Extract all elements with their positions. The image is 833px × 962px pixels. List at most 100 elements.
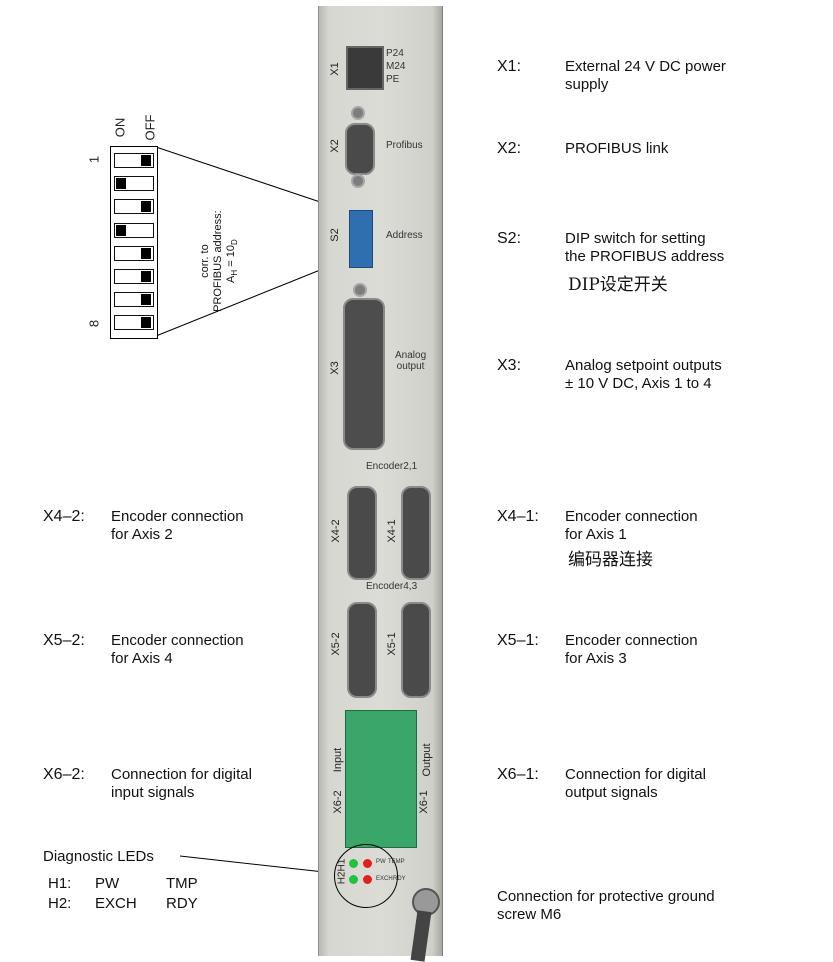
x4-1-chinese: 编码器连接 (568, 550, 653, 570)
dip-switch-knob (116, 224, 126, 236)
h2h1-label: H2H1 (336, 858, 348, 885)
dip-last-label: 8 (86, 319, 102, 328)
dip-note-line1: corr. to (198, 244, 211, 278)
dip-switch-7 (114, 292, 154, 308)
x1-pin-p24: P24 (386, 48, 404, 59)
ground-desc: Connection for protective ground screw M… (497, 888, 715, 923)
x2-desc: PROFIBUS link (565, 140, 669, 157)
x2-connector (345, 123, 375, 175)
dip-switch-5 (114, 245, 154, 261)
profibus-label: Profibus (386, 140, 423, 151)
dip-switch-3 (114, 199, 154, 215)
pw-label: PW (376, 859, 386, 865)
dip-switch-6 (114, 269, 154, 284)
output-label: Output (421, 743, 433, 777)
diag-h2-b: RDY (166, 895, 198, 912)
address-label: Address (386, 230, 423, 241)
dip-switch-zoom (110, 146, 158, 339)
x6-1-id: X6–1: (497, 766, 539, 783)
x2-label: X2 (329, 139, 341, 153)
led-h2-red (363, 875, 372, 884)
x3-screw-top (353, 283, 367, 297)
s2-id: S2: (497, 230, 522, 247)
encoder21-label: Encoder2,1 (366, 461, 418, 472)
x4-2-desc: Encoder connection for Axis 2 (111, 508, 244, 543)
led-h2-green (349, 875, 358, 884)
x5-2-id: X5–2: (43, 632, 85, 649)
led-h1-red (363, 859, 372, 868)
dip-note-line3: AH = 10D (224, 239, 240, 283)
x5-1-desc: Encoder connection for Axis 3 (565, 632, 698, 667)
dip-switch-1 (114, 153, 154, 168)
x3-label: X3 (329, 361, 341, 375)
x1-pin-m24: M24 (386, 61, 406, 72)
x4-1-desc: Encoder connection for Axis 1 (565, 508, 698, 543)
diag-title: Diagnostic LEDs (43, 848, 154, 865)
dip-switch-2 (114, 176, 154, 192)
x5-1-id: X5–1: (497, 632, 539, 649)
x4-1-label: X4-1 (386, 519, 398, 543)
x3-connector (343, 298, 385, 450)
x4-1-connector (401, 486, 431, 580)
dip-switch-4 (114, 222, 154, 238)
dip-switch-knob (141, 247, 151, 259)
s2-chinese: DIP设定开关 (568, 275, 668, 295)
x6-1-desc: Connection for digital output signals (565, 766, 706, 801)
device-panel: X1 P24 M24 PE X2 Profibus S2 Address X3 … (318, 6, 443, 962)
x2-id: X2: (497, 140, 522, 157)
x5-2-label: X5-2 (330, 632, 342, 656)
x5-2-connector (347, 602, 377, 698)
diag-leader-line (179, 855, 334, 874)
x6-2-label: X6-2 (332, 790, 344, 814)
s2-dip-switch (349, 210, 373, 268)
x3-desc: Analog setpoint outputs ± 10 V DC, Axis … (565, 357, 722, 392)
diag-h2-a: EXCH (95, 895, 137, 912)
dip-zoom-line-bottom (155, 257, 351, 337)
x1-connector (346, 46, 384, 90)
led-h1-green (349, 859, 358, 868)
tmp-label: TEMP (388, 859, 405, 865)
ground-cable (410, 910, 432, 962)
led-circle (334, 844, 398, 908)
dip-switch-knob (141, 271, 151, 282)
x3-id: X3: (497, 357, 522, 374)
diag-h2-id: H2: (48, 895, 72, 912)
x1-pin-pe: PE (386, 74, 400, 85)
x1-label: X1 (329, 62, 341, 76)
dip-switch-8 (114, 315, 154, 331)
dip-note-line2: PROFIBUS address: (211, 210, 224, 312)
s2-desc: DIP switch for setting the PROFIBUS addr… (565, 230, 725, 265)
x5-1-connector (401, 602, 431, 698)
exch-label: EXCH (376, 876, 393, 882)
dip-note: corr. to PROFIBUS address: AH = 10D (199, 201, 241, 321)
input-label: Input (332, 747, 344, 773)
s2-label: S2 (329, 228, 341, 242)
x5-2-desc: Encoder connection for Axis 4 (111, 632, 244, 667)
x4-2-connector (347, 486, 377, 580)
x6-1-label: X6-1 (418, 790, 430, 814)
x6-terminal-block (345, 710, 417, 848)
dip-switch-knob (141, 155, 151, 166)
x6-2-desc: Connection for digital input signals (111, 766, 252, 801)
x6-2-id: X6–2: (43, 766, 85, 783)
x1-desc: External 24 V DC power supply (565, 58, 726, 93)
x1-id: X1: (497, 58, 522, 75)
x4-1-id: X4–1: (497, 508, 539, 525)
x4-2-label: X4-2 (330, 519, 342, 543)
dip-switch-knob (116, 178, 126, 190)
dip-first-label: 1 (86, 155, 102, 164)
diag-h1-id: H1: (48, 875, 72, 892)
x2-screw-bottom (351, 174, 365, 188)
rdy-label: RDY (393, 876, 406, 882)
dip-off-label: OFF (142, 114, 158, 141)
x5-1-label: X5-1 (386, 632, 398, 656)
diag-h1-a: PW (95, 875, 120, 892)
dip-on-label: ON (112, 117, 128, 138)
analog-label: Analog output (395, 350, 427, 372)
x2-screw-top (351, 106, 365, 120)
x4-2-id: X4–2: (43, 508, 85, 525)
dip-switch-knob (141, 201, 151, 213)
encoder43-label: Encoder4,3 (366, 581, 418, 592)
dip-switch-knob (141, 294, 151, 306)
